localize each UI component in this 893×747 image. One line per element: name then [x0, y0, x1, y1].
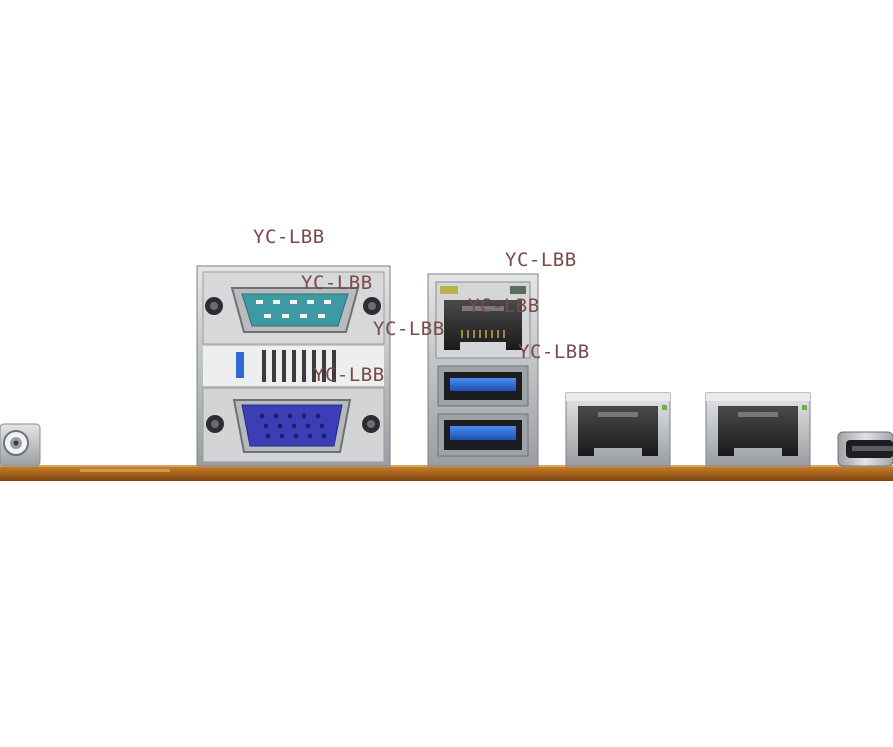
usb-port-icon[interactable]	[437, 413, 529, 457]
watermark-text: YC-LBB	[518, 341, 590, 363]
pcb-edge	[0, 465, 893, 481]
watermark-text: YC-LBB	[313, 364, 385, 386]
watermark-text: YC-LBB	[505, 249, 577, 271]
watermark-text: YC-LBB	[468, 295, 540, 317]
usb-port-icon[interactable]	[437, 365, 529, 407]
micro-usb-port-icon[interactable]	[837, 431, 893, 467]
watermark-text: YC-LBB	[301, 272, 373, 294]
ethernet-port-icon[interactable]	[435, 281, 531, 359]
serial-vga-port-stack	[196, 265, 391, 467]
screw-icon	[206, 415, 380, 433]
vent-grille	[203, 346, 384, 386]
watermark-text: YC-LBB	[253, 226, 325, 248]
ethernet-port-icon[interactable]	[705, 392, 811, 467]
serial-port-icon[interactable]	[230, 287, 360, 333]
vga-port-icon[interactable]	[232, 399, 352, 453]
lan-usb-port-stack	[427, 273, 539, 467]
watermark-text: YC-LBB	[373, 318, 445, 340]
antenna-post-icon	[0, 423, 41, 467]
ethernet-port-icon[interactable]	[565, 392, 671, 467]
screw-icon	[205, 297, 381, 315]
